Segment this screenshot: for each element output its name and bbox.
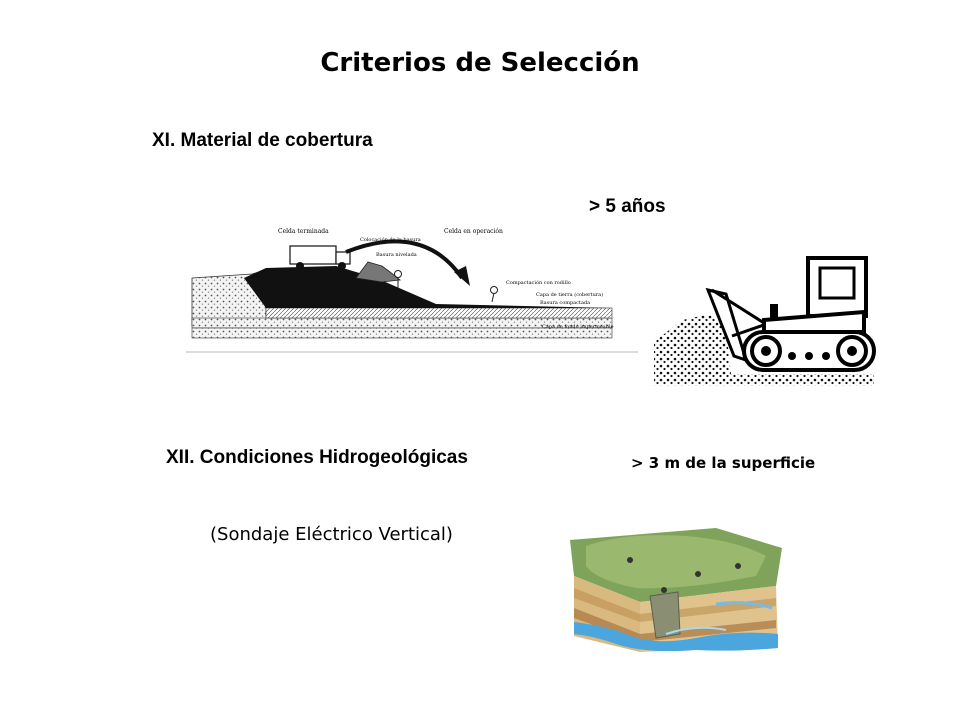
survey-method: (Sondaje Eléctrico Vertical) — [210, 524, 453, 545]
landfill-cell-diagram: Celda terminada Celda en operación Coloc… — [186, 216, 638, 354]
slide-title: Criterios de Selección — [320, 48, 640, 78]
label-leveled-waste: Basura nivelada — [376, 252, 417, 258]
truck-icon — [289, 245, 351, 270]
label-impermeable-base: Capa de fondo impermeable — [542, 324, 614, 330]
label-compaction: Compactación con rodillo — [506, 279, 571, 286]
groundwater-block-diagram — [566, 526, 786, 654]
label-finished-cell: Celda terminada — [278, 228, 329, 235]
label-cover-layer: Capa de tierra (cobertura) — [536, 291, 603, 298]
label-operating-cell: Celda en operación — [444, 228, 503, 235]
bulldozer-illustration — [652, 224, 878, 390]
section-cover-material-heading: XI. Material de cobertura — [152, 130, 373, 151]
cover-material-requirement: > 5 años — [589, 196, 666, 217]
section-hydrogeology-heading: XII. Condiciones Hidrogeológicas — [166, 447, 468, 468]
label-waste-placement: Colocación de la basura — [360, 236, 421, 243]
label-compacted-waste: Basura compactada — [540, 300, 590, 306]
hydrogeology-requirement: > 3 m de la superficie — [631, 454, 816, 472]
